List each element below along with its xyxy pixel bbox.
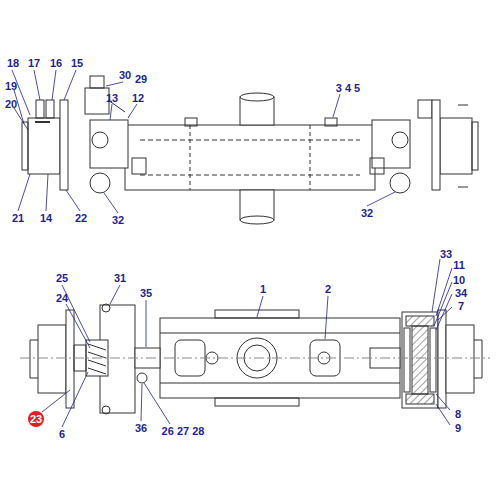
callout-number: 29 — [134, 73, 148, 86]
callout-number: 9 — [454, 422, 462, 435]
callout-number: 6 — [58, 428, 66, 441]
callout-number: 17 — [27, 57, 41, 70]
callout-number: 19 — [4, 80, 18, 93]
callout-number: 13 — [105, 92, 119, 105]
callout-number: 34 — [454, 287, 468, 300]
callout-number: 32 — [360, 207, 374, 220]
callout-number: 8 — [454, 408, 462, 421]
callout-number: 24 — [55, 292, 69, 305]
callout-number: 36 — [134, 422, 148, 435]
callout-number: 2 — [324, 283, 332, 296]
callout-number: 1 — [259, 283, 267, 296]
callout-number: 18 — [6, 57, 20, 70]
callout-number: 22 — [74, 212, 88, 225]
callout-number: 15 — [70, 57, 84, 70]
callout-number: 32 — [111, 214, 125, 227]
callout-number: 10 — [452, 274, 466, 287]
callout-number: 11 — [452, 259, 466, 272]
callout-number: 7 — [457, 300, 465, 313]
callout-number: 35 — [139, 287, 153, 300]
callout-number: 25 — [55, 272, 69, 285]
callout-number: 20 — [4, 98, 18, 111]
callout-number: 26 27 28 — [161, 425, 206, 438]
callout-number: 33 — [439, 248, 453, 261]
callout-number: 31 — [113, 272, 127, 285]
callout-number: 30 — [118, 69, 132, 82]
callout-number: 21 — [11, 212, 25, 225]
callout-number: 3 4 5 — [335, 82, 361, 95]
callout-number: 14 — [39, 212, 53, 225]
callout-number: 23 — [28, 411, 44, 427]
callout-number: 16 — [49, 57, 63, 70]
callout-number: 12 — [131, 92, 145, 105]
